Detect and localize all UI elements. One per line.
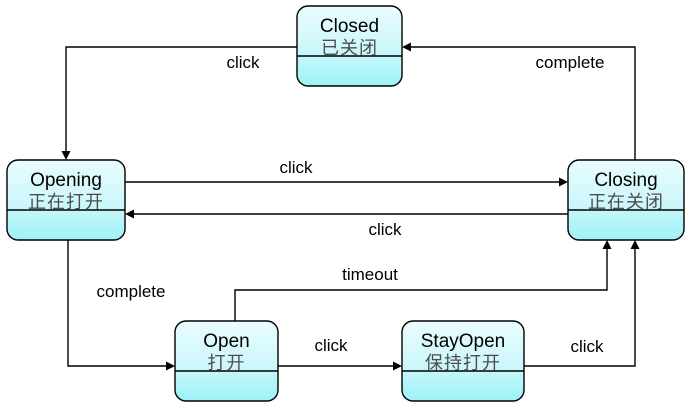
transition-label-open-to-closing: timeout [342,265,398,284]
state-label-en-open: Open [203,331,249,352]
state-box [296,5,403,87]
arrow-head-icon [559,177,568,187]
transition-stayopen-to-closing[interactable] [524,240,640,367]
state-label-zh-opening: 正在打开 [28,192,104,213]
arrow-head-icon [393,361,402,371]
transition-line [234,248,608,321]
state-box [567,159,685,241]
arrow-head-icon [602,240,612,249]
transition-label-opening-to-closing: click [279,158,313,177]
transition-line [410,46,636,160]
transition-label-closed-to-opening: click [226,53,260,72]
state-box [174,320,279,402]
transition-opening-to-closing[interactable] [125,177,568,187]
transition-line [65,46,297,152]
arrow-head-icon [402,42,411,52]
state-label-en-opening: Opening [30,170,102,191]
arrow-head-icon [630,240,640,249]
state-label-zh-stayopen: 保持打开 [425,353,501,374]
arrow-head-icon [166,361,175,371]
state-label-zh-closed: 已关闭 [321,38,378,59]
transition-closing-to-closed[interactable] [402,42,636,161]
arrow-head-icon [125,209,134,219]
transition-label-stayopen-to-closing: click [570,337,604,356]
transition-labels-layer: click complete click click complete timeout cl… [97,53,605,356]
transition-open-to-closing[interactable] [234,240,612,321]
state-label-zh-open: 打开 [208,353,246,374]
transition-opening-to-open[interactable] [67,240,175,371]
transition-label-closing-to-closed: complete [536,53,605,72]
state-label-en-closing: Closing [594,170,657,191]
state-label-en-closed: Closed [320,16,379,37]
transitions-layer [61,42,640,371]
transition-open-to-stayopen[interactable] [278,361,402,371]
state-label-en-stayopen: StayOpen [421,331,506,352]
transition-label-opening-to-open: complete [97,282,166,301]
state-box [401,320,525,402]
transition-label-closing-to-opening: click [368,220,402,239]
transition-line [67,240,167,367]
transition-label-open-to-stayopen: click [314,336,348,355]
arrow-head-icon [61,151,71,160]
transition-line [524,248,636,367]
state-label-zh-closing: 正在关闭 [588,192,664,213]
transition-closing-to-opening[interactable] [125,209,568,219]
state-box [6,159,126,241]
transition-closed-to-opening[interactable] [61,46,298,160]
